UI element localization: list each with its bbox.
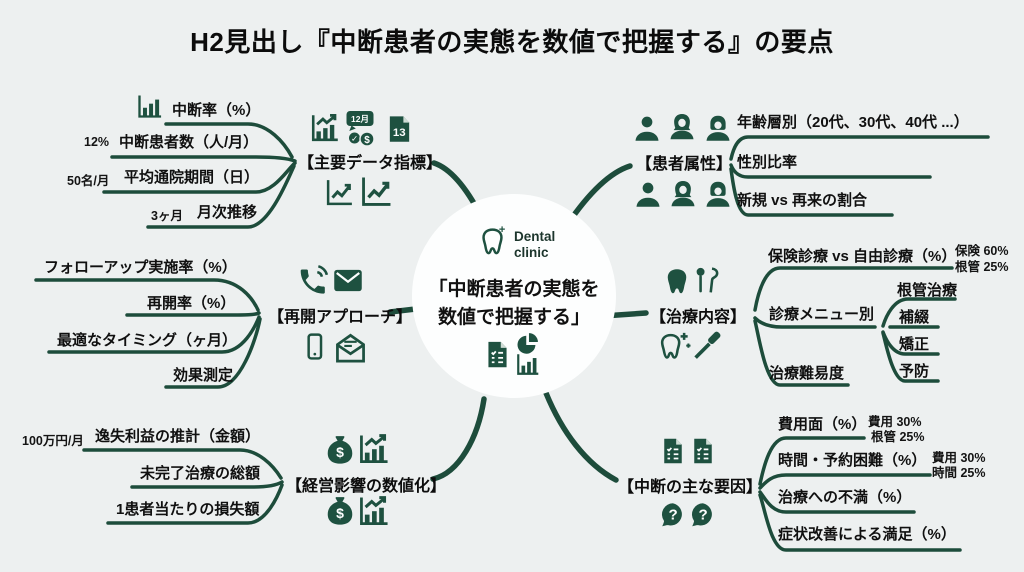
subitem-prosthetics: 補綴 (899, 309, 930, 326)
value-avg-visit-period: 50名/月 (67, 174, 110, 188)
person-female-bob-icon (703, 178, 733, 211)
node-treatment: 【治療内容】 (650, 309, 747, 326)
open-envelope-icon (334, 331, 367, 365)
dental-tools-icon (693, 263, 721, 298)
tooth-sparkle-icon (655, 330, 692, 364)
item-avg-visit-period: 平均通院期間（日） (124, 169, 260, 186)
item-interruption-rate: 中断率（%） (172, 102, 261, 119)
item-optimal-timing: 最適なタイミング（ヶ月） (57, 332, 238, 349)
envelope-icon (333, 268, 363, 293)
branch-discontinuation-lines (758, 436, 962, 552)
item-loss-per-patient: 1患者当たりの損失額 (116, 501, 260, 518)
item-interruption-count: 中断患者数（人/月） (119, 134, 259, 151)
tooth-icon (662, 266, 692, 298)
node-business-impact: 【経営影響の数値化】 (286, 478, 447, 495)
person-female-icon (667, 110, 697, 144)
note-rootcanal-25: 根管 25% (955, 260, 1009, 274)
note-insurance-60: 保険 60% (955, 244, 1009, 258)
subitem-prevention: 予防 (899, 363, 930, 380)
item-lost-profit: 逸失利益の推計（金額） (95, 428, 261, 445)
item-time-booking-difficulty: 時間・予約困難（%） (778, 452, 927, 469)
item-followup-rate: フォローアップ実施率（%） (44, 259, 237, 276)
item-treatment-dissatisfaction: 治療への不満（%） (778, 489, 912, 506)
branch-key-metrics-lines (102, 122, 297, 229)
item-symptom-improvement-satisfaction: 症状改善による満足（%） (778, 526, 956, 543)
money-bag-icon (324, 434, 356, 466)
phone-icon (296, 263, 329, 296)
money-bag-icon (324, 495, 356, 527)
report-checklist-icon (483, 337, 512, 372)
node-restart-approach: 【再開アプローチ】 (268, 309, 413, 326)
checklist-doc-icon (659, 435, 687, 467)
item-treatment-difficulty: 治療難易度 (769, 365, 845, 382)
brand-name-line1: Dental (514, 229, 556, 244)
note-cost-30: 費用 30% (932, 451, 986, 465)
dollar-glyph: $ (364, 135, 370, 146)
line-chart-icon (325, 177, 355, 207)
line-chart-icon (360, 174, 394, 208)
monthly-report-bubble-icon: 12月 ✓ $ (344, 110, 377, 148)
checklist-doc-icon (689, 435, 717, 467)
person-icon (632, 112, 662, 145)
center-heading-line1: 「中断患者の実態を (428, 279, 600, 300)
plus-glyph: + (499, 224, 505, 236)
dental-logo-tooth-icon: + (476, 224, 509, 260)
brand-name-line2: clinic (514, 245, 549, 260)
branch-business-impact-lines (82, 448, 284, 525)
bar-chart-icon (513, 351, 543, 377)
page-title: H2見出し『中断患者の実態を数値で把握する』の要点 (190, 27, 834, 57)
value-lost-profit: 100万円/月 (22, 434, 84, 448)
subitem-root-canal: 根管治療 (897, 282, 958, 299)
center-node: + Dental clinic 「中断患者の実態を 数値で把握する」 (412, 194, 616, 398)
bar-chart-growth-icon (310, 112, 341, 143)
item-treatment-menu: 診療メニュー別 (769, 306, 875, 323)
person-female-bob-icon (703, 112, 733, 145)
item-cost-factor: 費用面（%） (778, 416, 867, 433)
node-key-metrics: 【主要データ指標】 (298, 155, 443, 172)
node-patient-attributes: 【患者属性】 (636, 156, 733, 173)
item-restart-rate: 再開率（%） (147, 295, 236, 312)
bubble-month-label: 12月 (351, 114, 369, 124)
note-time-25: 時間 25% (932, 466, 986, 480)
branch-patient-attributes-lines (729, 135, 990, 217)
smartphone-icon (301, 328, 328, 365)
item-incomplete-treatment-total: 未完了治療の総額 (140, 465, 261, 482)
bar-chart-growth-icon (358, 432, 391, 465)
toothbrush-icon (692, 330, 723, 361)
question-bubble-icon (658, 500, 687, 532)
item-new-vs-return: 新規 vs 再来の割合 (737, 192, 868, 209)
bar-chart-growth-icon (358, 494, 391, 527)
small-bar-chart-icon (135, 92, 165, 120)
note-rootcanal-25: 根管 25% (871, 430, 925, 444)
subitem-orthodontics: 矯正 (899, 336, 930, 353)
person-female-icon (668, 177, 698, 211)
item-age-groups: 年齢層別（20代、30代、40代 ...） (737, 114, 969, 131)
calendar-13-icon (385, 113, 414, 145)
item-monthly-trend: 月次推移 (197, 204, 258, 221)
question-bubble-icon (688, 500, 717, 532)
note-cost-30: 費用 30% (868, 415, 922, 429)
check-glyph: ✓ (351, 133, 358, 143)
item-effect-measurement: 効果測定 (173, 367, 234, 384)
value-interruption-count: 12% (84, 135, 110, 149)
item-gender-ratio: 性別比率 (737, 154, 798, 171)
item-insurance-vs-private: 保険診療 vs 自由診療（%） (768, 248, 957, 265)
branch-restart-approach-lines (34, 278, 262, 389)
person-icon (633, 178, 663, 211)
center-heading-line2: 数値で把握する」 (437, 307, 590, 328)
value-monthly-trend: 3ヶ月 (151, 209, 183, 223)
node-discontinuation-factors: 【中断の主な要因】 (618, 479, 763, 496)
branch-treatment-lines (753, 266, 957, 387)
